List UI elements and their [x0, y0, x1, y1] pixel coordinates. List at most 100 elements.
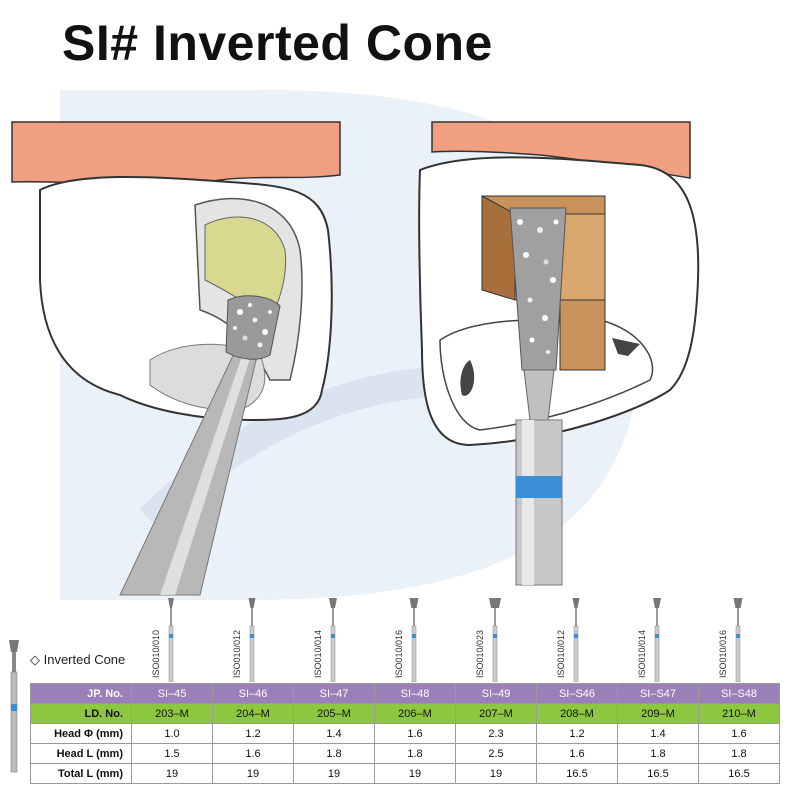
table-cell: 2.3	[455, 723, 537, 744]
page-title: SI# Inverted Cone	[62, 15, 493, 71]
left-dentin	[204, 216, 287, 321]
side-bur-icon	[9, 640, 19, 773]
table-cell: SI–S46	[536, 683, 618, 704]
right-bur-head	[509, 207, 567, 371]
table-cell: 1.6	[374, 723, 456, 744]
table-cell: 205–M	[293, 703, 375, 724]
row-header: LD. No.	[30, 703, 132, 724]
table-cell: 209–M	[617, 703, 699, 724]
table-cell: SI–47	[293, 683, 375, 704]
table-cell: SI–46	[212, 683, 294, 704]
row-header: JP. No.	[30, 683, 132, 704]
table-cell: 19	[131, 763, 213, 784]
iso-label: ISO010/014	[313, 629, 323, 678]
bur-head-icon	[489, 598, 501, 608]
left-gum	[11, 121, 341, 186]
iso-label: ISO010/012	[232, 629, 242, 678]
bur-thumbnail: ISO010/016	[698, 596, 778, 682]
table-cell: 1.6	[698, 723, 780, 744]
bur-head-icon	[653, 598, 661, 608]
bur-blue-ring	[331, 634, 335, 638]
bur-head-icon	[248, 598, 256, 608]
bur-neck	[494, 608, 496, 626]
bur-shank	[573, 625, 579, 682]
table-cell: 204–M	[212, 703, 294, 724]
table-cell: 19	[212, 763, 294, 784]
bur-thumbnail: ISO010/010	[131, 596, 211, 682]
bur-shank	[330, 625, 336, 682]
table-cell: 1.6	[212, 743, 294, 764]
bur-blue-ring	[412, 634, 416, 638]
bur-thumbnail: ISO010/012	[536, 596, 616, 682]
bur-head-icon	[572, 598, 580, 608]
table-cell: SI–48	[374, 683, 456, 704]
iso-label: ISO010/012	[556, 629, 566, 678]
table-cell: 1.4	[617, 723, 699, 744]
iso-label: ISO010/014	[637, 629, 647, 678]
dental-illustrations	[11, 121, 700, 596]
table-cell: 19	[293, 763, 375, 784]
table-cell: 19	[455, 763, 537, 784]
table-cell: 16.5	[617, 763, 699, 784]
table-cell: SI–S48	[698, 683, 780, 704]
right-bur-blue-ring	[516, 476, 562, 498]
bur-shank	[168, 625, 174, 682]
table-cell: 1.8	[374, 743, 456, 764]
bur-shank	[249, 625, 255, 682]
table-cell: 207–M	[455, 703, 537, 724]
bur-head-icon	[409, 598, 419, 608]
table-cell: 16.5	[698, 763, 780, 784]
bur-head-icon	[329, 598, 337, 608]
bur-head-icon	[733, 598, 743, 608]
row-header: Head Φ (mm)	[30, 723, 132, 744]
bur-shank	[735, 625, 741, 682]
bur-thumbnail: ISO010/014	[293, 596, 373, 682]
table-cell: 1.2	[536, 723, 618, 744]
table-cell: 208–M	[536, 703, 618, 724]
table-cell: 1.6	[536, 743, 618, 764]
bur-thumbnail: ISO010/023	[455, 596, 535, 682]
bur-neck	[737, 608, 739, 626]
bur-neck	[656, 608, 658, 626]
bur-neck	[170, 608, 172, 626]
bur-neck	[332, 608, 334, 626]
table-cell: 2.5	[455, 743, 537, 764]
table-cell: 19	[374, 763, 456, 784]
bur-blue-ring	[655, 634, 659, 638]
bur-blue-ring	[493, 634, 497, 638]
table-cell: 203–M	[131, 703, 213, 724]
table-cell: 1.8	[698, 743, 780, 764]
table-cell: 1.0	[131, 723, 213, 744]
bur-neck	[575, 608, 577, 626]
iso-label: ISO010/016	[718, 629, 728, 678]
table-cell: 210–M	[698, 703, 780, 724]
bur-blue-ring	[169, 634, 173, 638]
iso-label: ISO010/023	[475, 629, 485, 678]
bur-thumbnail: ISO010/016	[374, 596, 454, 682]
table-cell: 1.2	[212, 723, 294, 744]
left-bur-head	[225, 295, 281, 360]
table-cell: 16.5	[536, 763, 618, 784]
table-cell: SI–S47	[617, 683, 699, 704]
bur-blue-ring	[736, 634, 740, 638]
bur-neck	[413, 608, 415, 626]
iso-label: ISO010/010	[151, 629, 161, 678]
bur-blue-ring	[574, 634, 578, 638]
bur-blue-ring	[250, 634, 254, 638]
bur-neck	[251, 608, 253, 626]
table-cell: 1.8	[617, 743, 699, 764]
iso-label: ISO010/016	[394, 629, 404, 678]
bur-thumbnail: ISO010/012	[212, 596, 292, 682]
table-cell: 1.4	[293, 723, 375, 744]
bur-shank	[492, 625, 498, 682]
bur-shank	[654, 625, 660, 682]
table-cell: SI–45	[131, 683, 213, 704]
table-cell: 1.8	[293, 743, 375, 764]
table-cell: SI–49	[455, 683, 537, 704]
row-header: Total L (mm)	[30, 763, 132, 784]
